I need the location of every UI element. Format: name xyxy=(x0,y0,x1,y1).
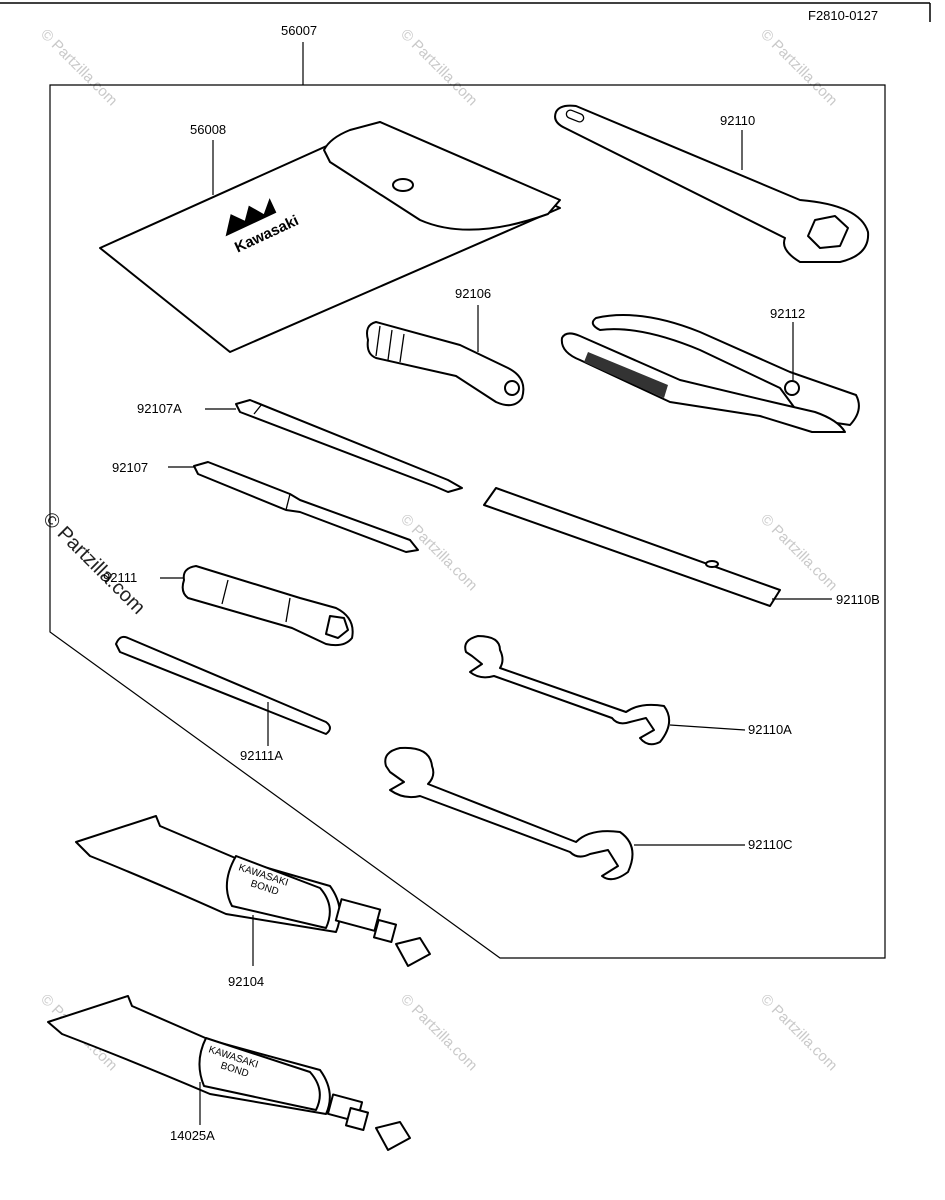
part-label-92110: 92110 xyxy=(720,113,755,128)
tool-pouch-56008: Kawasaki xyxy=(99,121,561,353)
handle-92106 xyxy=(366,321,525,407)
watermark-text: © Partzilla.com xyxy=(397,26,480,109)
part-label-14025A: 14025A xyxy=(170,1128,215,1143)
part-label-92107A: 92107A xyxy=(137,401,182,416)
watermark-text: © Partzilla.com xyxy=(757,991,840,1074)
part-label-92112: 92112 xyxy=(770,306,805,321)
bond-tube-14025A: KAWASAKI BOND xyxy=(47,995,411,1151)
open-wrench-92110A xyxy=(464,635,671,746)
pliers-92112 xyxy=(560,314,860,433)
part-label-92106: 92106 xyxy=(455,286,491,301)
watermark-text-large: © Partzilla.com xyxy=(38,508,149,619)
open-wrench-92110C xyxy=(384,746,634,881)
watermark-text: © Partzilla.com xyxy=(757,511,840,594)
part-label-92104: 92104 xyxy=(228,974,264,989)
bar-92111A xyxy=(115,635,331,735)
watermark-text: © Partzilla.com xyxy=(757,26,840,109)
screwdriver-92107 xyxy=(193,461,419,553)
leader-92110A xyxy=(669,724,746,731)
watermark-text: © Partzilla.com xyxy=(397,511,480,594)
box-wrench-92110 xyxy=(554,104,870,263)
part-label-56007: 56007 xyxy=(281,23,317,38)
part-label-92111A: 92111A xyxy=(240,748,283,763)
flat-bar-92111 xyxy=(483,487,781,607)
part-label-92111: 92110B xyxy=(836,592,880,607)
part-label-56008: 56008 xyxy=(190,122,226,137)
part-label-92110A: 92110A xyxy=(748,722,792,737)
screwdriver-92107A xyxy=(235,399,463,493)
plug-wrench-92110B xyxy=(181,565,354,647)
bond-tube-92104: KAWASAKI BOND xyxy=(75,815,431,967)
watermark-text: © Partzilla.com xyxy=(397,991,480,1074)
part-label-92110B: 92111 xyxy=(103,570,137,585)
part-label-92107: 92107 xyxy=(112,460,148,475)
part-label-92110C: 92110C xyxy=(748,837,793,852)
document-code: F2810-0127 xyxy=(808,8,878,23)
tool-kit-boundary xyxy=(49,84,886,959)
